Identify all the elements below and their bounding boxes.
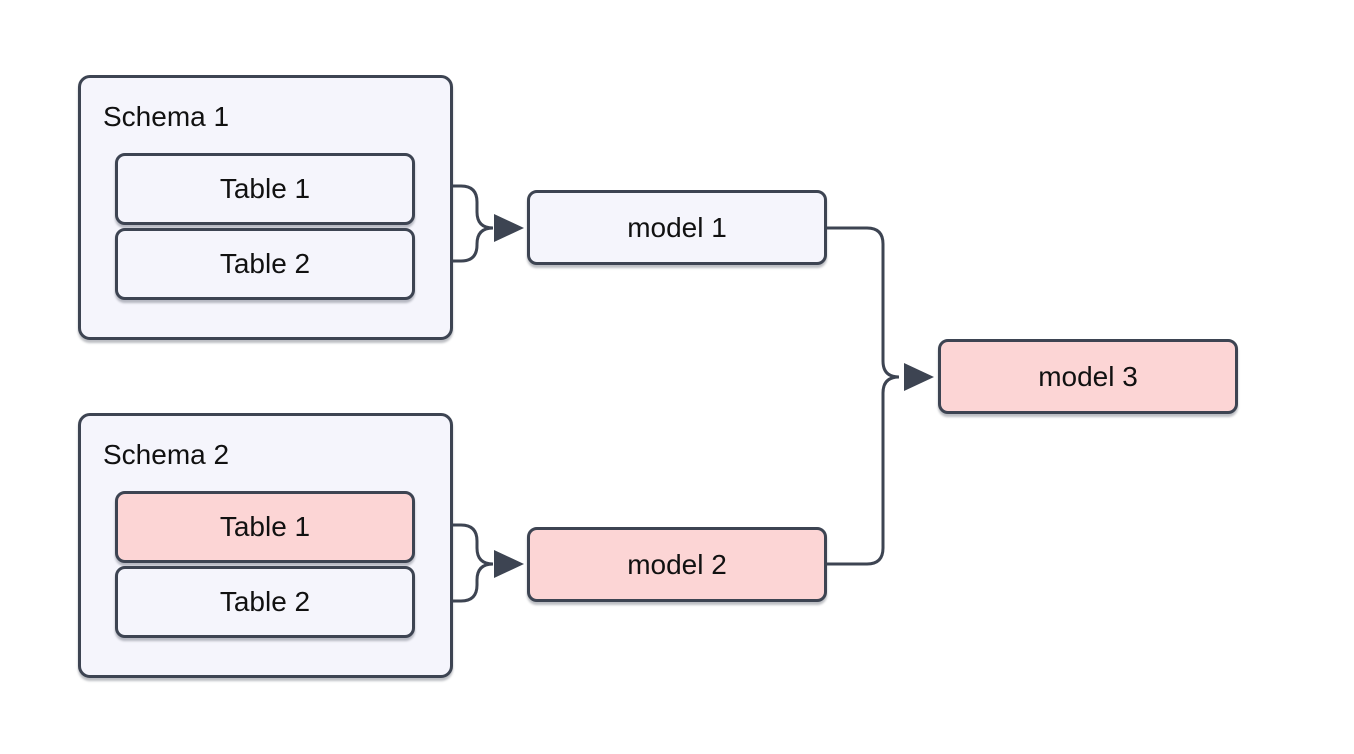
group-schema-1-label: Schema 1 xyxy=(103,101,230,132)
schema-1-table-2-label: Table 2 xyxy=(219,248,311,279)
group-schema-2: Schema 2 Table 1 Table 2 xyxy=(78,413,453,678)
node-model-2: model 2 xyxy=(527,527,827,602)
schema-2-table-1: Table 1 xyxy=(115,491,415,563)
schema-2-table-2-label: Table 2 xyxy=(219,586,311,617)
edge-model1-to-model3 xyxy=(827,226,900,379)
node-model-3-label: model 3 xyxy=(1038,360,1138,392)
arrowhead-into-model1 xyxy=(494,214,524,242)
node-model-3: model 3 xyxy=(938,339,1238,414)
arrowhead-into-model2 xyxy=(494,550,524,578)
node-model-2-label: model 2 xyxy=(627,548,727,580)
arrowhead-into-model3 xyxy=(904,363,934,391)
schema-2-table-1-label: Table 1 xyxy=(219,511,311,542)
schema-1-table-1: Table 1 xyxy=(115,153,415,225)
edge-model2-to-model3 xyxy=(827,375,900,566)
node-model-1-label: model 1 xyxy=(627,211,727,243)
schema-1-table-1-label: Table 1 xyxy=(219,173,311,204)
schema-2-table-2: Table 2 xyxy=(115,566,415,638)
group-schema-1: Schema 1 Table 1 Table 2 xyxy=(78,75,453,340)
group-schema-2-label: Schema 2 xyxy=(103,439,230,470)
schema-1-table-2: Table 2 xyxy=(115,228,415,300)
node-model-1: model 1 xyxy=(527,190,827,265)
